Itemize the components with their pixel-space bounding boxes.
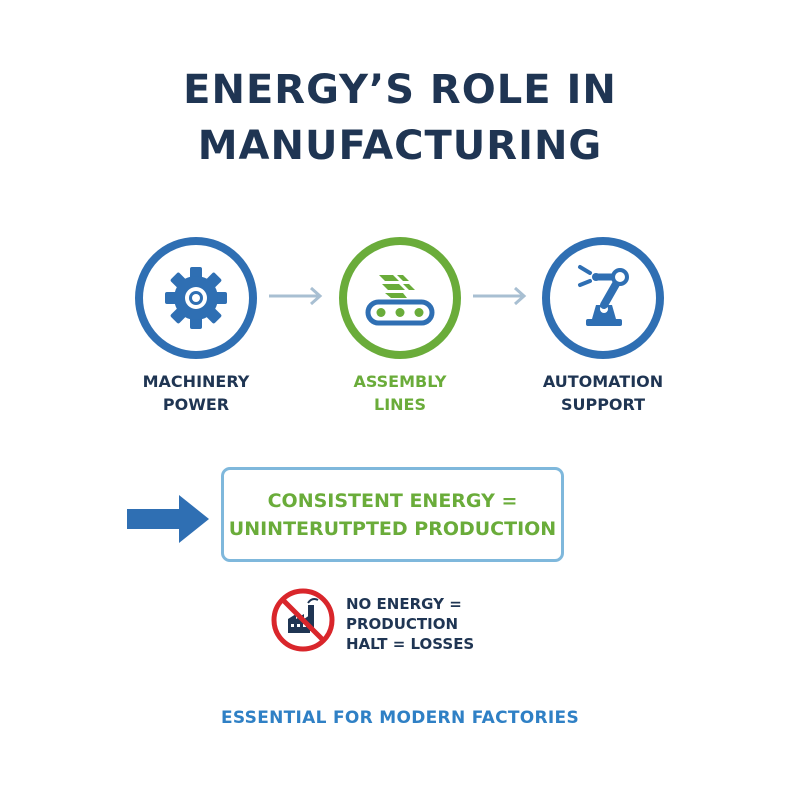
equation-line-1: CONSISTENT ENERGY =: [267, 489, 518, 512]
step-machinery: [133, 235, 259, 361]
warning-text: NO ENERGY = PRODUCTION HALT = LOSSES: [346, 594, 474, 654]
step-machinery-label-line-1: MACHINERY: [142, 372, 250, 391]
robotic-arm-icon: [542, 237, 664, 359]
step-automation-label-line-2: SUPPORT: [560, 395, 646, 414]
conveyor-belt-icon: [339, 237, 461, 359]
footer-text: ESSENTIAL FOR MODERN FACTORIES: [220, 708, 580, 728]
gear-icon: [135, 237, 257, 359]
title-line-1: ENERGY’S ROLE IN: [183, 67, 617, 113]
page-title: ENERGY’S ROLE IN MANUFACTURING: [0, 62, 800, 174]
step-assembly-label-line-1: ASSEMBLY: [353, 372, 447, 391]
warning-line-1: NO ENERGY =: [346, 595, 462, 613]
step-assembly-label: ASSEMBLY LINES: [320, 370, 480, 416]
arrow-right-icon: [473, 286, 527, 306]
warning-line-2: PRODUCTION: [346, 615, 459, 633]
step-automation: [540, 235, 666, 361]
step-assembly: [337, 235, 463, 361]
arrow-right-icon: [269, 286, 323, 306]
step-machinery-label-line-2: POWER: [162, 395, 230, 414]
big-arrow-right-icon: [127, 495, 209, 543]
no-factory-icon: [271, 588, 335, 652]
step-automation-label: AUTOMATION SUPPORT: [523, 370, 683, 416]
step-machinery-label: MACHINERY POWER: [116, 370, 276, 416]
warning-line-3: HALT = LOSSES: [346, 635, 475, 653]
equation-box: CONSISTENT ENERGY = UNINTERUTPTED PRODUC…: [221, 467, 564, 562]
title-line-2: MANUFACTURING: [197, 123, 603, 169]
equation-line-2: UNINTERUTPTED PRODUCTION: [228, 517, 557, 540]
step-automation-label-line-1: AUTOMATION: [542, 372, 664, 391]
step-assembly-label-line-2: LINES: [374, 395, 426, 414]
